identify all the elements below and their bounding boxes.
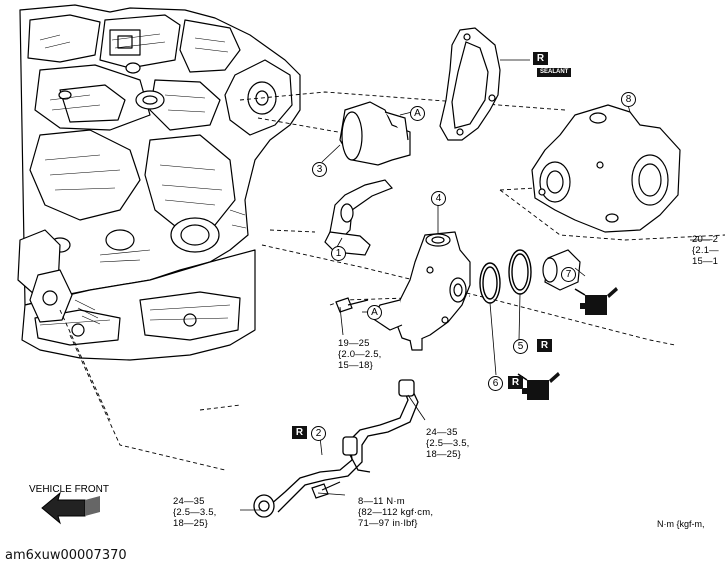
- vehicle-front-arrow-icon: [41, 491, 100, 525]
- oil-can-icon: [517, 372, 560, 400]
- part-number-6: 6: [488, 376, 503, 391]
- replace-mark-gasket: R: [533, 52, 548, 65]
- reference-mark-a-lower: A: [367, 305, 382, 320]
- o-rings: [479, 249, 532, 304]
- sealant-badge: SEALANT: [537, 68, 572, 77]
- torque-spec-pipe-right: 24—35 {2.5—3.5, 18—25}: [426, 427, 470, 460]
- hose-part-1: [324, 179, 394, 256]
- exploded-view-diagram: [17, 4, 725, 525]
- engine-block-drawing: [17, 4, 301, 361]
- oil-can-icon: [574, 287, 618, 315]
- part-number-1: 1: [331, 246, 346, 261]
- part-number-2: 2: [311, 426, 326, 441]
- part-number-4: 4: [431, 191, 446, 206]
- unit-note: N·m {kgf-m,: [657, 519, 705, 529]
- gasket-part: [439, 27, 501, 141]
- torque-spec-housing: 20—2 {2.1— 15—1: [692, 234, 719, 267]
- torque-spec-bolt: 19—25 {2.0—2.5, 15—18}: [338, 338, 382, 371]
- part-number-7: 7: [561, 267, 576, 282]
- cover-part-3: [339, 101, 411, 166]
- part-number-3: 3: [312, 162, 327, 177]
- engine-block-hatching: [39, 33, 247, 326]
- part-number-8: 8: [621, 92, 636, 107]
- vehicle-front-label: VEHICLE FRONT: [29, 484, 110, 495]
- housing-part-8: [531, 104, 681, 233]
- replace-mark-part-5: R: [537, 339, 552, 352]
- pump-part-4: [371, 231, 471, 351]
- replace-mark-part-6: R: [508, 376, 523, 389]
- torque-spec-bracket-bolt: 8—11 N·m {82—112 kgf·cm, 71—97 in·lbf}: [358, 496, 434, 529]
- replace-mark-part-2: R: [292, 426, 307, 439]
- pipe-part-2: [253, 379, 419, 518]
- reference-mark-a-upper: A: [410, 106, 425, 121]
- torque-spec-pipe-left: 24—35 {2.5—3.5, 18—25}: [173, 496, 217, 529]
- image-code: am6xuw00007370: [5, 548, 127, 563]
- bolts: [311, 297, 369, 499]
- part-number-5: 5: [513, 339, 528, 354]
